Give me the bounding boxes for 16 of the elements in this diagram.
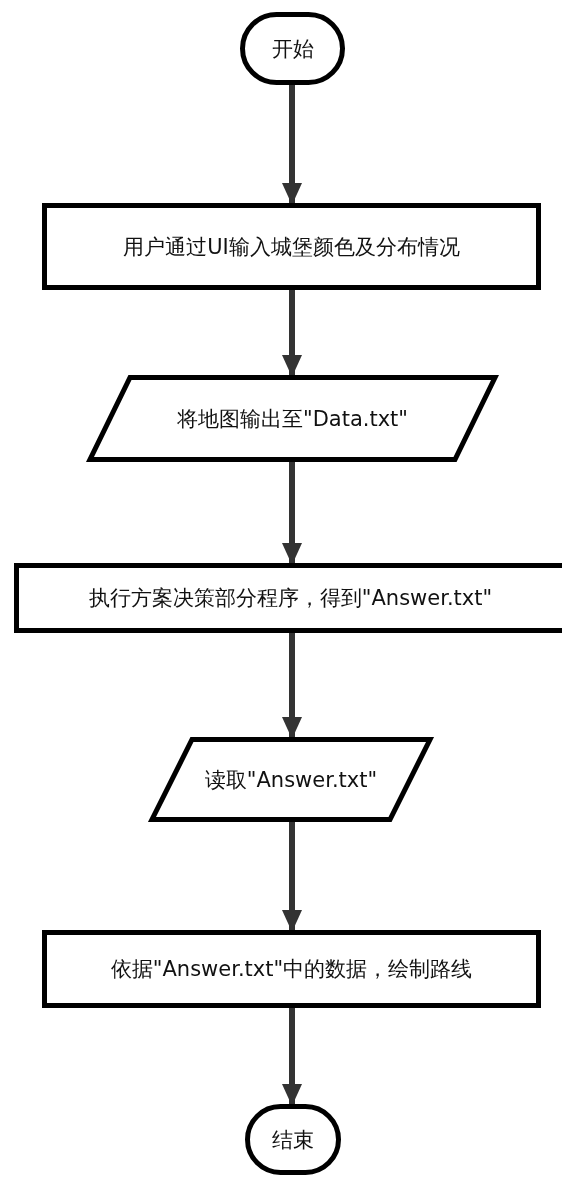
arrow: [282, 822, 302, 932]
node-label: 将地图输出至"Data.txt": [177, 405, 408, 433]
arrow: [282, 462, 302, 565]
node-label: 结束: [272, 1126, 314, 1154]
arrow: [282, 1008, 302, 1106]
arrow: [282, 85, 302, 205]
arrow: [282, 290, 302, 377]
process-box: [42, 203, 541, 290]
arrow: [282, 633, 302, 739]
node-label: 依据"Answer.txt"中的数据，绘制路线: [110, 956, 473, 983]
process-box: [14, 563, 562, 633]
node-label: 读取"Answer.txt": [204, 766, 378, 794]
node-label: 执行方案决策部分程序，得到"Answer.txt": [88, 585, 493, 612]
node-label: 开始: [271, 35, 314, 63]
node-label: 用户通过UI输入城堡颜色及分布情况: [123, 233, 460, 261]
process-box: [42, 930, 541, 1008]
